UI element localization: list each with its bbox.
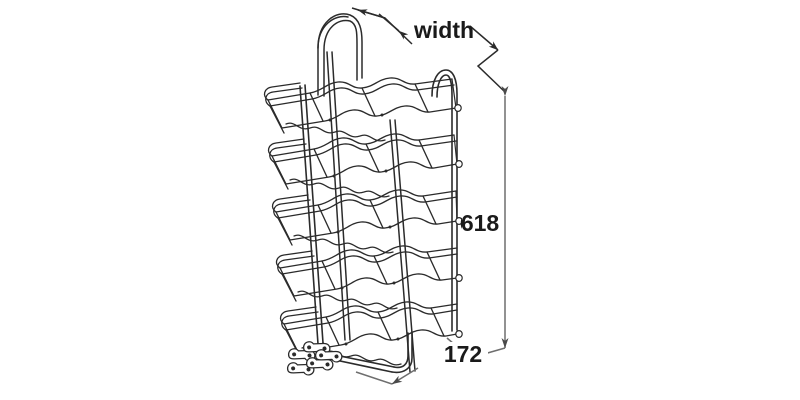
wire-joint-nodes (328, 113, 400, 346)
width-leader-right (476, 49, 506, 93)
mounting-points (454, 103, 463, 339)
depth-dimension-label-top: 172 (444, 341, 482, 367)
depth-leader-left (391, 367, 419, 385)
width-dimension-label: width (413, 17, 474, 43)
rear-right-rail (431, 69, 458, 332)
shelf-tier-3 (271, 189, 458, 254)
shelf-tier-2 (267, 133, 458, 198)
dimension-width: width (351, 7, 506, 93)
dimension-depth: 172 172 (355, 337, 506, 385)
shelf-tier-4 (275, 245, 458, 310)
mounting-clip-hardware-set (285, 335, 344, 382)
wire-shoe-rack (263, 13, 463, 374)
width-leader-left (351, 7, 413, 45)
top-arch-handle (317, 13, 363, 97)
shelf-tier-1 (263, 77, 457, 142)
dimension-height: 618 618 (460, 86, 509, 349)
height-dimension-label-top: 618 (461, 210, 500, 236)
inner-diagonal-rail (326, 51, 351, 341)
